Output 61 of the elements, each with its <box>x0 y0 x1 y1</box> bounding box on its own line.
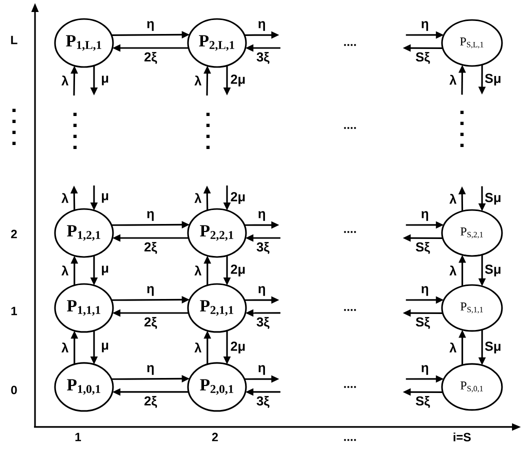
edge-label: η <box>422 211 428 221</box>
edge-label: μ <box>102 266 108 276</box>
edge-label: η <box>422 286 428 296</box>
edge-label: 3ξ <box>256 317 270 329</box>
axis-label: .... <box>344 309 356 311</box>
edge-label: λ <box>194 342 202 352</box>
edge-label: η <box>258 286 265 296</box>
axis-label: .... <box>344 127 356 129</box>
edge-label: 2ξ <box>144 52 157 64</box>
edge-label: η <box>422 21 428 31</box>
edge-label: 2ξ <box>144 242 157 254</box>
axis-label: .... <box>344 231 356 233</box>
edge-label: η <box>147 21 154 31</box>
edge-label: λ <box>449 342 456 352</box>
edge-label: λ <box>194 193 202 203</box>
axis-label: 2 <box>11 230 17 238</box>
edge-label: Sμ <box>485 264 500 276</box>
edge-label: Sμ <box>485 74 500 86</box>
edge-label: λ <box>194 76 202 86</box>
axis-label: 2 <box>212 432 218 442</box>
edge-label: 3ξ <box>256 396 270 408</box>
axis-label: 1 <box>11 306 17 316</box>
edge-label: 2ξ <box>144 396 157 408</box>
edge-label: η <box>258 21 265 31</box>
edge-label: 2μ <box>230 342 245 354</box>
edge-label: λ <box>61 76 68 86</box>
edge-label: 3ξ <box>256 52 270 64</box>
edge-label: λ <box>449 74 456 85</box>
axis-label: 1 <box>75 432 81 442</box>
edge-label: λ <box>194 266 202 276</box>
edge-label: λ <box>61 193 68 203</box>
edge-label: 2ξ <box>144 317 157 329</box>
edge-label: Sξ <box>416 242 430 254</box>
edge-label: Sξ <box>416 396 430 408</box>
axis-label: i=S <box>454 432 471 442</box>
edge-label: Sμ <box>485 342 500 354</box>
axis-label: 0 <box>11 386 17 394</box>
edge-label: Sμ <box>485 192 500 205</box>
edge-label: μ <box>102 76 108 86</box>
edge-label: η <box>147 365 154 375</box>
axis-label: L <box>11 36 18 44</box>
edge-label: 2μ <box>230 264 245 276</box>
edge-label: 2μ <box>230 192 245 204</box>
edge-label: Sξ <box>416 52 430 64</box>
edge-label: λ <box>61 266 68 276</box>
edge-label: μ <box>102 342 108 352</box>
axis-label: .... <box>344 44 356 46</box>
edge-label: η <box>258 365 265 375</box>
edge-label: η <box>422 365 428 375</box>
edge-label: λ <box>449 266 456 276</box>
edge-label: λ <box>449 194 456 204</box>
edge-label: 2μ <box>230 74 245 86</box>
axis-label: .... <box>344 439 356 441</box>
edge-label: η <box>147 211 154 221</box>
edge-label: μ <box>102 193 108 203</box>
edge-label: η <box>147 286 154 296</box>
edge-label: λ <box>61 342 68 352</box>
edge-label: Sξ <box>416 317 430 329</box>
edge-label: η <box>258 211 265 221</box>
edge-label: 3ξ <box>256 242 270 254</box>
axis-label: .... <box>344 386 356 388</box>
